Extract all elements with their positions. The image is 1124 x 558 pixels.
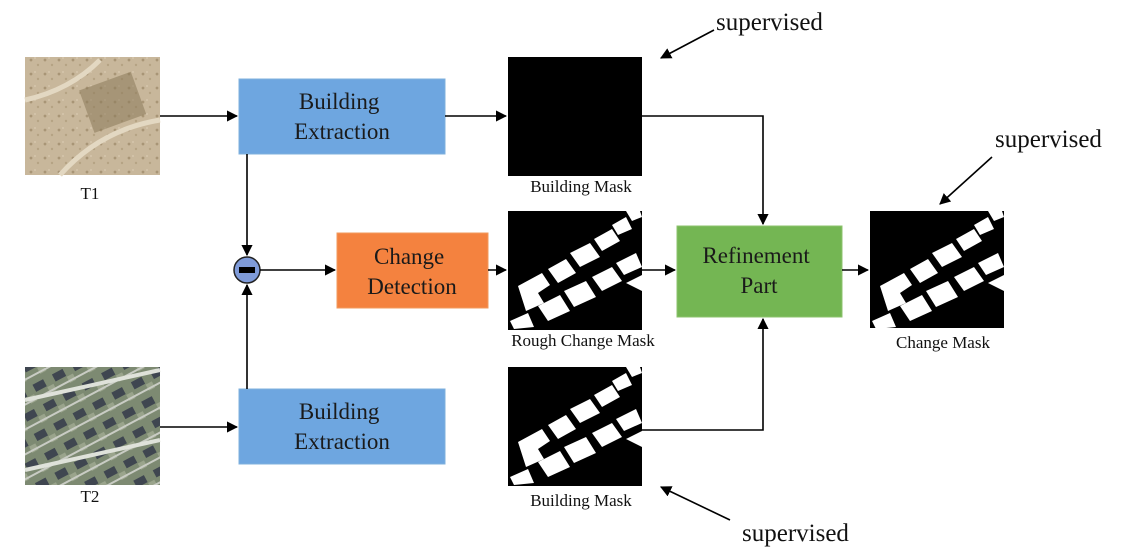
rough-change-mask xyxy=(508,211,642,330)
building-extraction-bottom-block: Building Extraction xyxy=(238,388,446,465)
supervised-top-label: supervised xyxy=(716,9,823,36)
building-mask-bottom-caption: Building Mask xyxy=(530,491,632,510)
edges xyxy=(160,29,993,521)
edge-building-mask-bottom-to-refinement xyxy=(642,317,769,431)
minus-circle-icon xyxy=(233,256,261,284)
change-mask xyxy=(870,211,1004,329)
supervised-top-arrow xyxy=(660,29,715,59)
change-mask-caption: Change Mask xyxy=(896,333,990,352)
supervised-bottom-arrow xyxy=(659,486,731,521)
rough-change-mask-caption: Rough Change Mask xyxy=(511,331,655,350)
building-mask-bottom xyxy=(508,367,642,486)
edge-building-mask-top-to-refinement xyxy=(642,115,769,226)
building-mask-top-caption: Building Mask xyxy=(530,177,632,196)
svg-text:Building Extraction: Building Extraction xyxy=(294,399,390,454)
t2-label: T2 xyxy=(81,487,100,506)
svg-text:Building Extraction: Building Extraction xyxy=(294,89,390,144)
supervised-right-arrow xyxy=(939,156,993,205)
t2-image xyxy=(24,367,161,485)
svg-text:Change Detection: Change Detection xyxy=(367,244,457,299)
supervised-bottom-label: supervised xyxy=(742,520,849,547)
svg-text:Refinement Part: Refinement Part xyxy=(702,243,815,298)
t1-image xyxy=(24,57,161,177)
change-detection-block: Change Detection xyxy=(336,232,489,309)
building-mask-top xyxy=(508,57,642,176)
supervised-right-label: supervised xyxy=(995,126,1102,153)
refinement-part-block: Refinement Part xyxy=(676,225,843,318)
t1-label: T1 xyxy=(81,184,100,203)
building-extraction-top-block: Building Extraction xyxy=(238,78,446,155)
